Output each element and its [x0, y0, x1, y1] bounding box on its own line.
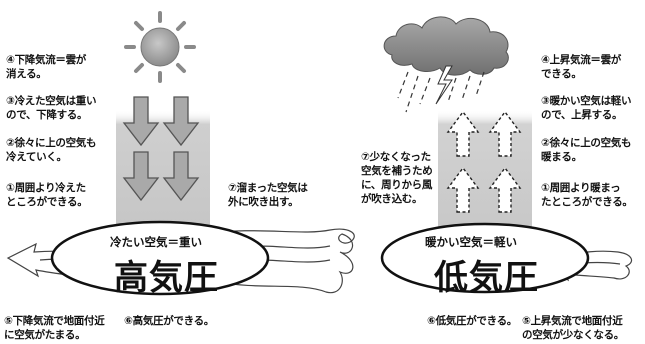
flow-out-note: ⑦溜まった空気は 外に吹き出す。	[228, 182, 308, 208]
lightning-icon	[435, 65, 453, 105]
high-step-1: ①周囲より冷えた ところができる。	[6, 182, 88, 208]
descending-air-arrow	[122, 151, 160, 202]
high-step-3: ③冷えた空気は重い ので、下降する。	[6, 95, 97, 121]
high-pressure-ellipse	[50, 220, 270, 296]
descending-air-arrow	[162, 151, 200, 202]
high-step-2: ②徐々に上の空気も 冷えていく。	[6, 137, 97, 163]
low-step-4: ④上昇気流＝雲が できる。	[541, 54, 621, 80]
low-pressure-ellipse	[380, 222, 590, 294]
high-bottom-right: ⑥高気圧ができる。	[124, 315, 214, 327]
rain-cloud-icon	[383, 16, 509, 113]
low-subtitle: 暖かい空気＝軽い	[425, 235, 517, 249]
low-bottom-right: ⑤上昇気流で地面付近 の空気が少なくなる。	[522, 315, 624, 341]
high-subtitle: 冷たい空気＝重い	[110, 235, 202, 249]
descending-air-arrow	[162, 96, 200, 147]
high-bottom-left: ⑤下降気流で地面付近 に空気がたまる。	[4, 315, 105, 341]
low-bottom-left: ⑥低気圧ができる。	[427, 315, 517, 327]
low-step-1: ①周囲より暖まっ たところができる。	[541, 182, 633, 208]
sun-icon	[124, 11, 196, 83]
ascending-air-arrow	[446, 166, 480, 213]
ascending-air-arrow	[488, 110, 522, 157]
low-step-3: ③暖かい空気は軽い ので、上昇する。	[541, 95, 632, 121]
low-step-2: ②徐々に上の空気も 暖まる。	[541, 137, 632, 163]
low-title: 低気圧	[434, 258, 539, 298]
flow-in-note: ⑦少なくなった 空気を補うため に、周りから風 が吹き込む。	[361, 151, 433, 205]
descending-air-arrow	[122, 96, 160, 147]
high-step-4: ④下降気流＝雲が 消える。	[6, 54, 86, 80]
high-title: 高気圧	[114, 258, 219, 298]
ascending-air-arrow	[488, 166, 522, 213]
ascending-air-arrow	[446, 110, 480, 157]
